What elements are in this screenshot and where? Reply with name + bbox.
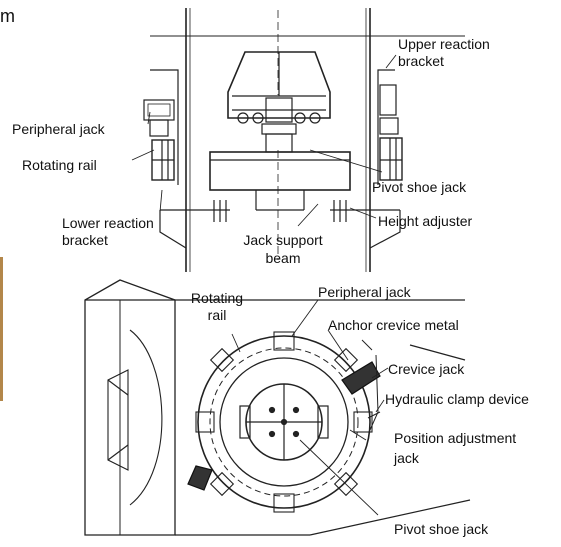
- label-peripheral-jack-plan: Peripheral jack: [318, 284, 411, 300]
- label-upper-reaction-bracket-1: Upper reaction: [398, 36, 490, 52]
- label-pivot-shoe-jack-upper: Pivot shoe jack: [372, 179, 467, 195]
- hydraulic-clamp: [361, 339, 381, 431]
- label-height-adjuster: Height adjuster: [378, 213, 473, 229]
- label-position-adjustment-jack-2: jack: [394, 450, 419, 466]
- label-jack-support-beam-2: beam: [265, 250, 301, 266]
- right-peripheral-assembly: [377, 69, 403, 185]
- plan-view: [84, 279, 471, 536]
- label-upper-reaction-bracket-2: bracket: [398, 53, 444, 69]
- label-anchor-crevice-metal: Anchor crevice metal: [328, 317, 459, 333]
- label-lower-reaction-bracket-1: Lower reaction: [62, 215, 154, 231]
- label-peripheral-jack-upper: Peripheral jack: [12, 121, 105, 137]
- label-pivot-shoe-jack-plan: Pivot shoe jack: [394, 521, 489, 537]
- pivot-head: [227, 51, 331, 153]
- label-rotating-rail-plan-2: rail: [207, 307, 227, 323]
- label-position-adjustment-jack-1: Position adjustment: [394, 430, 517, 446]
- plan-leaders: [231, 299, 389, 516]
- upper-elevation-view: [131, 8, 465, 272]
- rotating-rail-ring: [197, 335, 371, 509]
- plan-frame-left: [84, 279, 176, 536]
- label-crevice-jack: Crevice jack: [388, 361, 465, 377]
- upper-leaders: [131, 54, 397, 227]
- left-peripheral-assembly: [143, 69, 179, 185]
- title-fragment: m: [0, 6, 15, 26]
- label-rotating-rail-plan-1: Rotating: [190, 290, 244, 306]
- label-rotating-rail-upper: Rotating rail: [22, 157, 97, 173]
- accent-strip: [0, 257, 3, 401]
- jack-support-beam: [209, 151, 351, 211]
- label-jack-support-beam-1: Jack support: [243, 232, 323, 248]
- crevice-jacks: [187, 361, 381, 491]
- label-lower-reaction-bracket-2: bracket: [62, 232, 108, 248]
- label-hydraulic-clamp-device: Hydraulic clamp device: [385, 391, 529, 407]
- inner-pivot-disc: [239, 383, 329, 461]
- lower-reaction-bracket: [159, 200, 401, 249]
